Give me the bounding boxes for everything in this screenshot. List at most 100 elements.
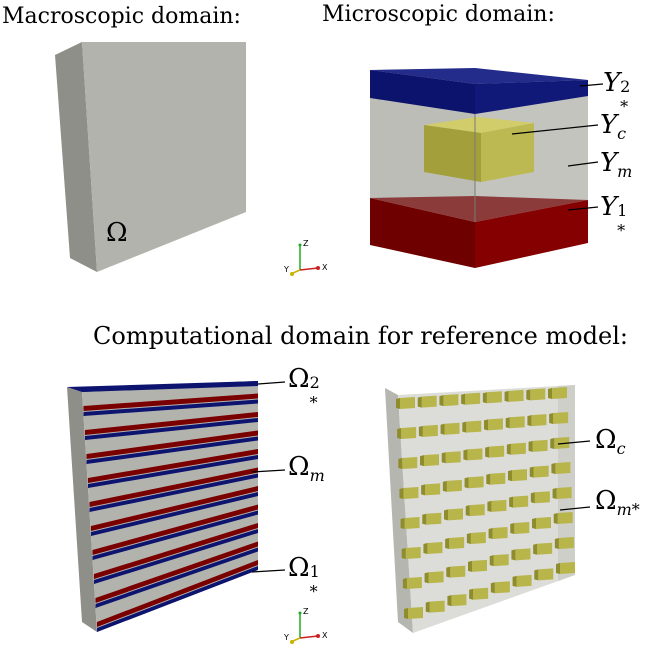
inclusion-box-side <box>489 555 494 567</box>
inclusion-box-side <box>534 569 539 581</box>
blue-layer-stripe <box>95 547 258 608</box>
macro-heading: Macroscopic domain: <box>2 4 241 29</box>
inclusion-box-side <box>422 513 427 525</box>
inclusion-box <box>473 587 489 600</box>
label-omega-star-1-sub: * <box>309 582 318 601</box>
inclusion-box-side <box>466 533 471 544</box>
red-layer-stripe <box>92 504 258 555</box>
micro-top-layer-top <box>370 68 588 84</box>
inclusion-box <box>443 394 459 407</box>
inclusion-box-side <box>402 578 407 589</box>
inclusion-box-side <box>548 388 552 399</box>
inclusion-box <box>403 487 419 499</box>
blue-layer-stripe <box>83 399 258 416</box>
leader-y-c <box>511 124 599 135</box>
inclusion-leaders <box>557 440 591 511</box>
inclusion-box <box>493 554 509 567</box>
axis-y-line-2 <box>292 637 301 642</box>
inclusion-box <box>553 412 569 424</box>
blue-layer-stripe <box>91 492 258 536</box>
label-y-star-1-sub: * <box>617 221 626 240</box>
inclusion-box <box>508 389 524 402</box>
inclusion-box <box>425 483 441 496</box>
leader-y-star-2 <box>579 83 604 87</box>
micro-heading: Microscopic domain: <box>322 2 555 27</box>
inclusion-box <box>449 537 465 549</box>
inclusion-box-side <box>425 601 430 613</box>
red-layer-stripe <box>94 523 258 579</box>
inclusion-box-side <box>551 463 556 474</box>
inclusion-box-side <box>404 608 408 619</box>
inclusion-box <box>405 547 421 559</box>
blue-layer-stripe <box>86 436 258 464</box>
label-omega-m-star-sub: m* <box>616 500 640 519</box>
inclusion-box <box>512 469 527 482</box>
axis-z-label-bottom: Z <box>303 607 309 616</box>
inclusion-box <box>408 607 423 619</box>
inclusion-box-side <box>465 505 470 517</box>
inclusion-box-side <box>445 538 450 549</box>
label-y-star-2-base: Y <box>603 68 621 98</box>
inclusion-box-side <box>552 488 557 499</box>
inclusion-box-side <box>441 452 446 464</box>
inclusion-box-side <box>485 446 490 458</box>
inclusion-box-side <box>442 480 447 492</box>
label-omega-m-base: Ω <box>288 452 310 482</box>
inclusion-box-side <box>417 396 422 408</box>
micro-inclusion-top <box>424 117 534 133</box>
computational-heading: Computational domain for reference model… <box>93 322 628 350</box>
inclusion-box <box>558 537 574 549</box>
inclusion-box <box>470 532 486 544</box>
inclusion-box-side <box>509 496 514 508</box>
axis-x-line-2 <box>299 635 319 639</box>
inclusion-box <box>472 559 487 572</box>
inclusion-box-side <box>511 549 516 561</box>
micro-bottom-layer-side <box>370 198 475 268</box>
leader-y-star-1 <box>567 206 599 211</box>
inclusion-side <box>385 388 413 633</box>
micro-cell <box>370 68 588 268</box>
inclusion-box-side <box>398 458 403 469</box>
inclusion-box-side <box>420 455 424 467</box>
inclusion-box <box>428 571 444 584</box>
micro-top-layer-side <box>370 70 475 114</box>
axis-y-line <box>292 269 301 274</box>
label-omega-m: Ωm <box>288 452 325 485</box>
inclusion-box-side <box>526 389 531 401</box>
inclusion-box-side <box>528 440 533 452</box>
top-blue-cap <box>67 381 258 392</box>
layered-side <box>67 387 97 632</box>
label-y-star-2-sup: 2 <box>620 77 631 96</box>
label-omega-m-sub: m <box>309 466 325 485</box>
macro-block-side <box>55 42 97 272</box>
axis-y-label-top: Y <box>284 265 289 274</box>
inclusion-box-side <box>486 473 491 485</box>
inclusion-box-side <box>505 417 510 429</box>
label-omega-c-base: Ω <box>595 425 617 455</box>
inclusion-box-side <box>553 513 558 524</box>
inclusion-box-side <box>446 566 451 578</box>
macro-block <box>55 42 246 272</box>
leader-omega-c <box>557 440 591 445</box>
micro-inclusion-side <box>424 125 481 182</box>
blue-layer-stripe <box>88 455 258 488</box>
label-omega-star-2-base: Ω <box>288 364 310 394</box>
label-omega-m-star: Ωm* <box>595 486 640 519</box>
inclusion-box <box>421 395 437 408</box>
inclusion-box <box>513 495 529 508</box>
micro-inclusion-front <box>481 123 534 182</box>
inclusion-box-side <box>469 588 474 600</box>
inclusion-box <box>445 451 461 464</box>
inclusion-box <box>492 527 508 539</box>
inclusion-box <box>426 512 442 525</box>
inclusion-box <box>532 439 548 452</box>
inclusion-box-side <box>510 523 515 534</box>
leader-omega-star-1 <box>251 569 286 573</box>
inclusion-box <box>451 594 467 607</box>
inclusion-box-side <box>399 488 404 499</box>
inclusion-box-side <box>440 423 445 435</box>
axis-z-dot-2 <box>298 611 302 615</box>
inclusion-box <box>530 388 546 401</box>
